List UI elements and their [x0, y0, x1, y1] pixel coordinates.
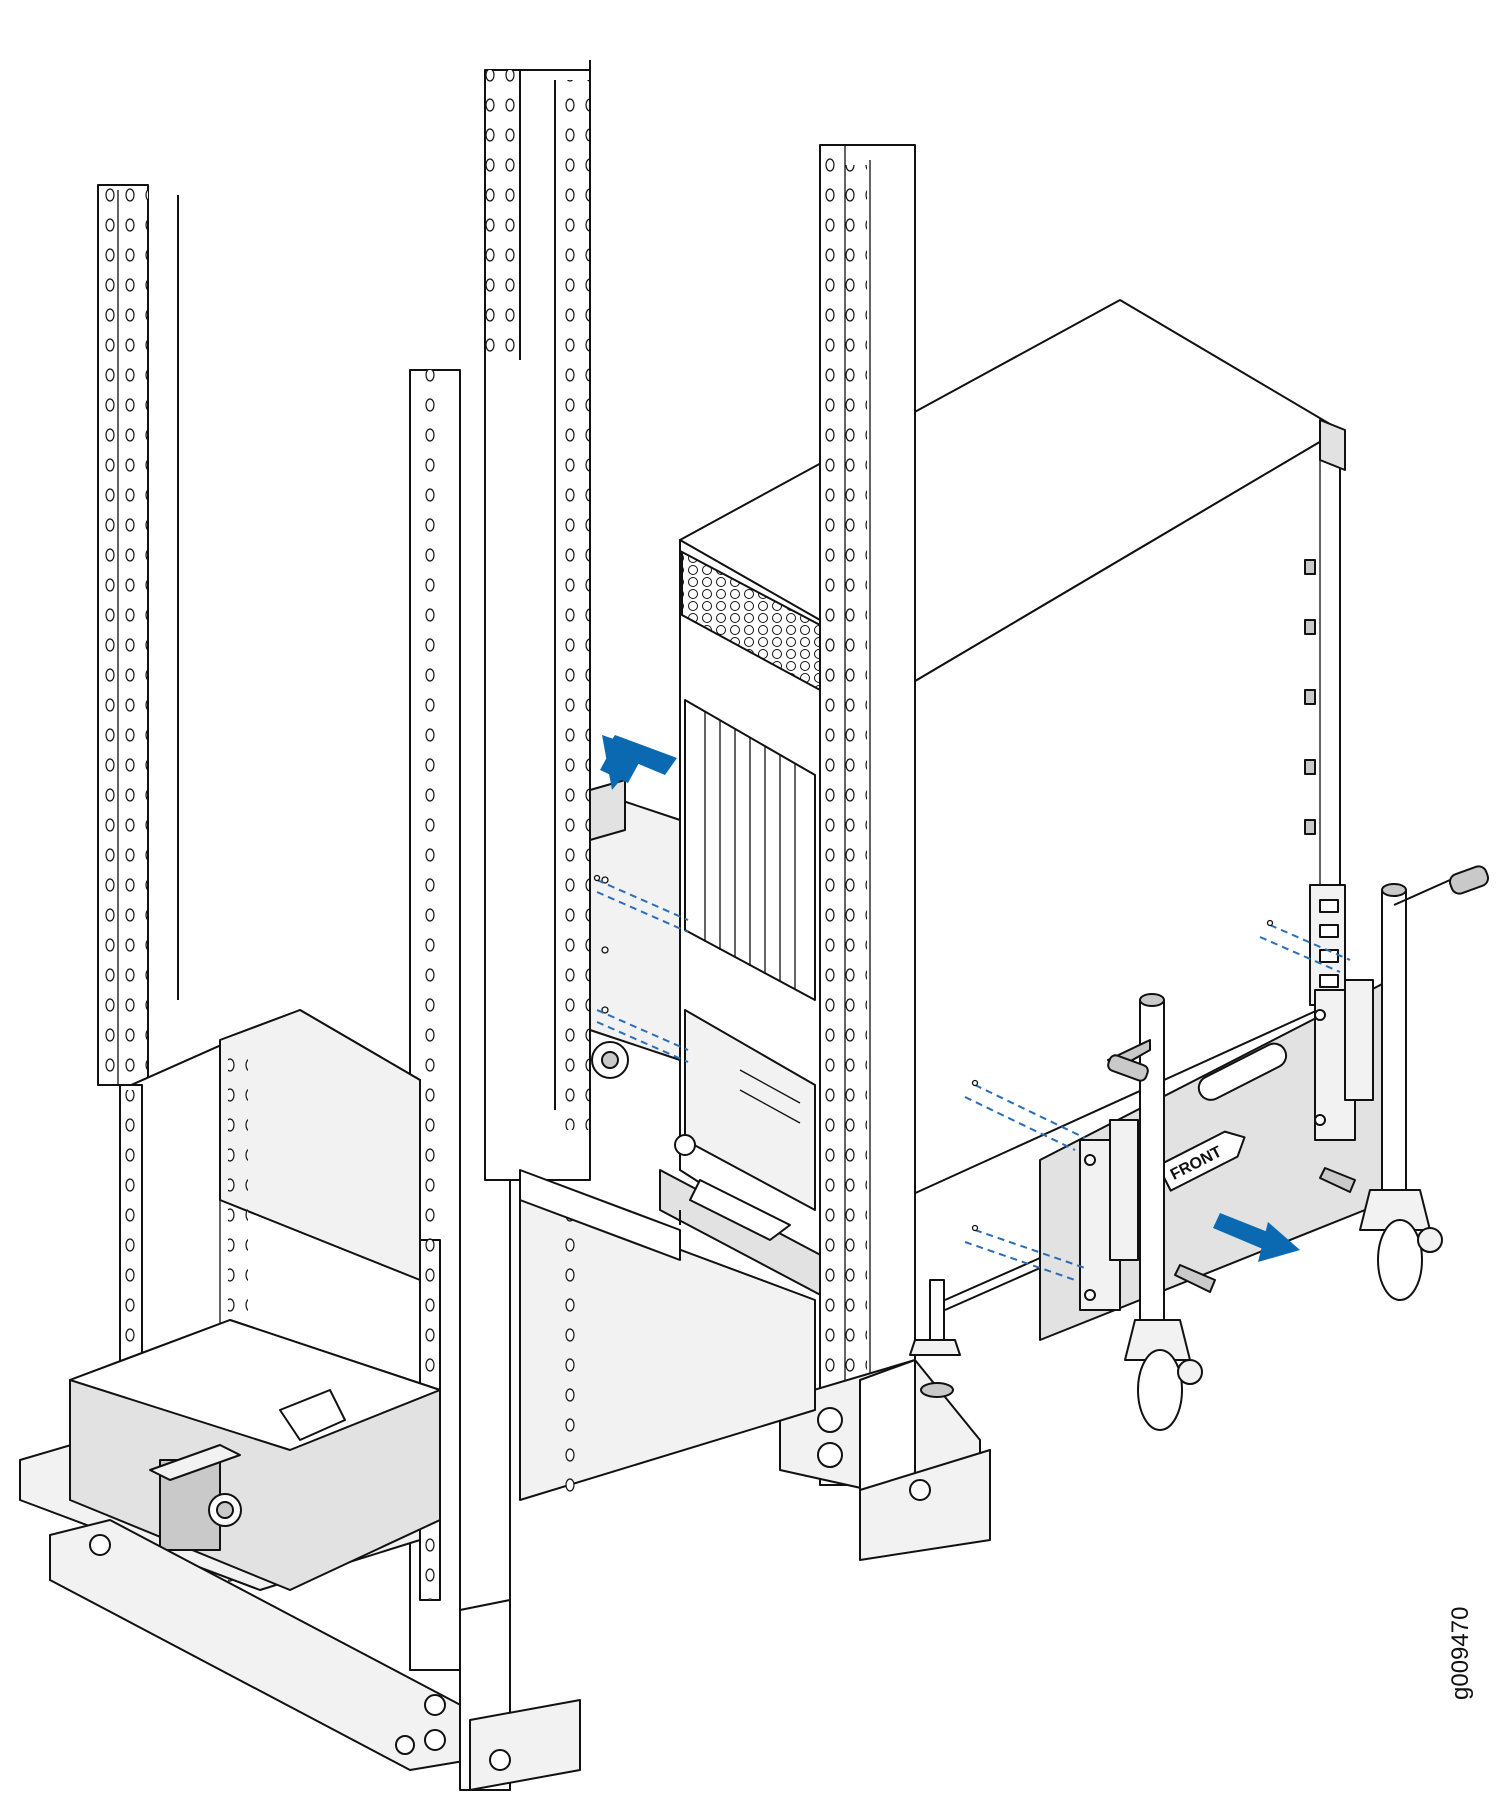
floor-plate: [519, 1169, 816, 1501]
guide-back-2: [1259, 936, 1341, 973]
guide-rear-4: [596, 1021, 689, 1063]
guide-rear-2: [596, 891, 689, 933]
line-cards: [704, 712, 796, 990]
right-rack-post: [779, 144, 991, 1561]
lower-module: [684, 1009, 816, 1211]
guide-front-2: [964, 1096, 1076, 1151]
guide-rear-3: [596, 1009, 689, 1051]
guide-front-1: [974, 1084, 1086, 1139]
rear-lift-bracket: [589, 779, 681, 1079]
guide-back-1: [1269, 924, 1351, 961]
guide-rear-1: [596, 879, 689, 921]
base-clamp: [19, 1319, 441, 1591]
lift-cart: FRONT: [909, 865, 1490, 1431]
guide-front-3: [974, 1229, 1086, 1269]
arrow-left-up-icon: [600, 735, 677, 790]
arrow-right-down-icon: [1213, 1213, 1300, 1262]
caster-wheel-right: [1377, 1219, 1423, 1301]
lift-column-right: [1381, 889, 1407, 1211]
alignment-guides: [593, 874, 1351, 1281]
caster-wheel-left: [1137, 1349, 1183, 1431]
guide-front-4: [964, 1241, 1076, 1281]
figure-id: g009470: [1447, 1607, 1474, 1700]
left-rack: [19, 60, 591, 1791]
